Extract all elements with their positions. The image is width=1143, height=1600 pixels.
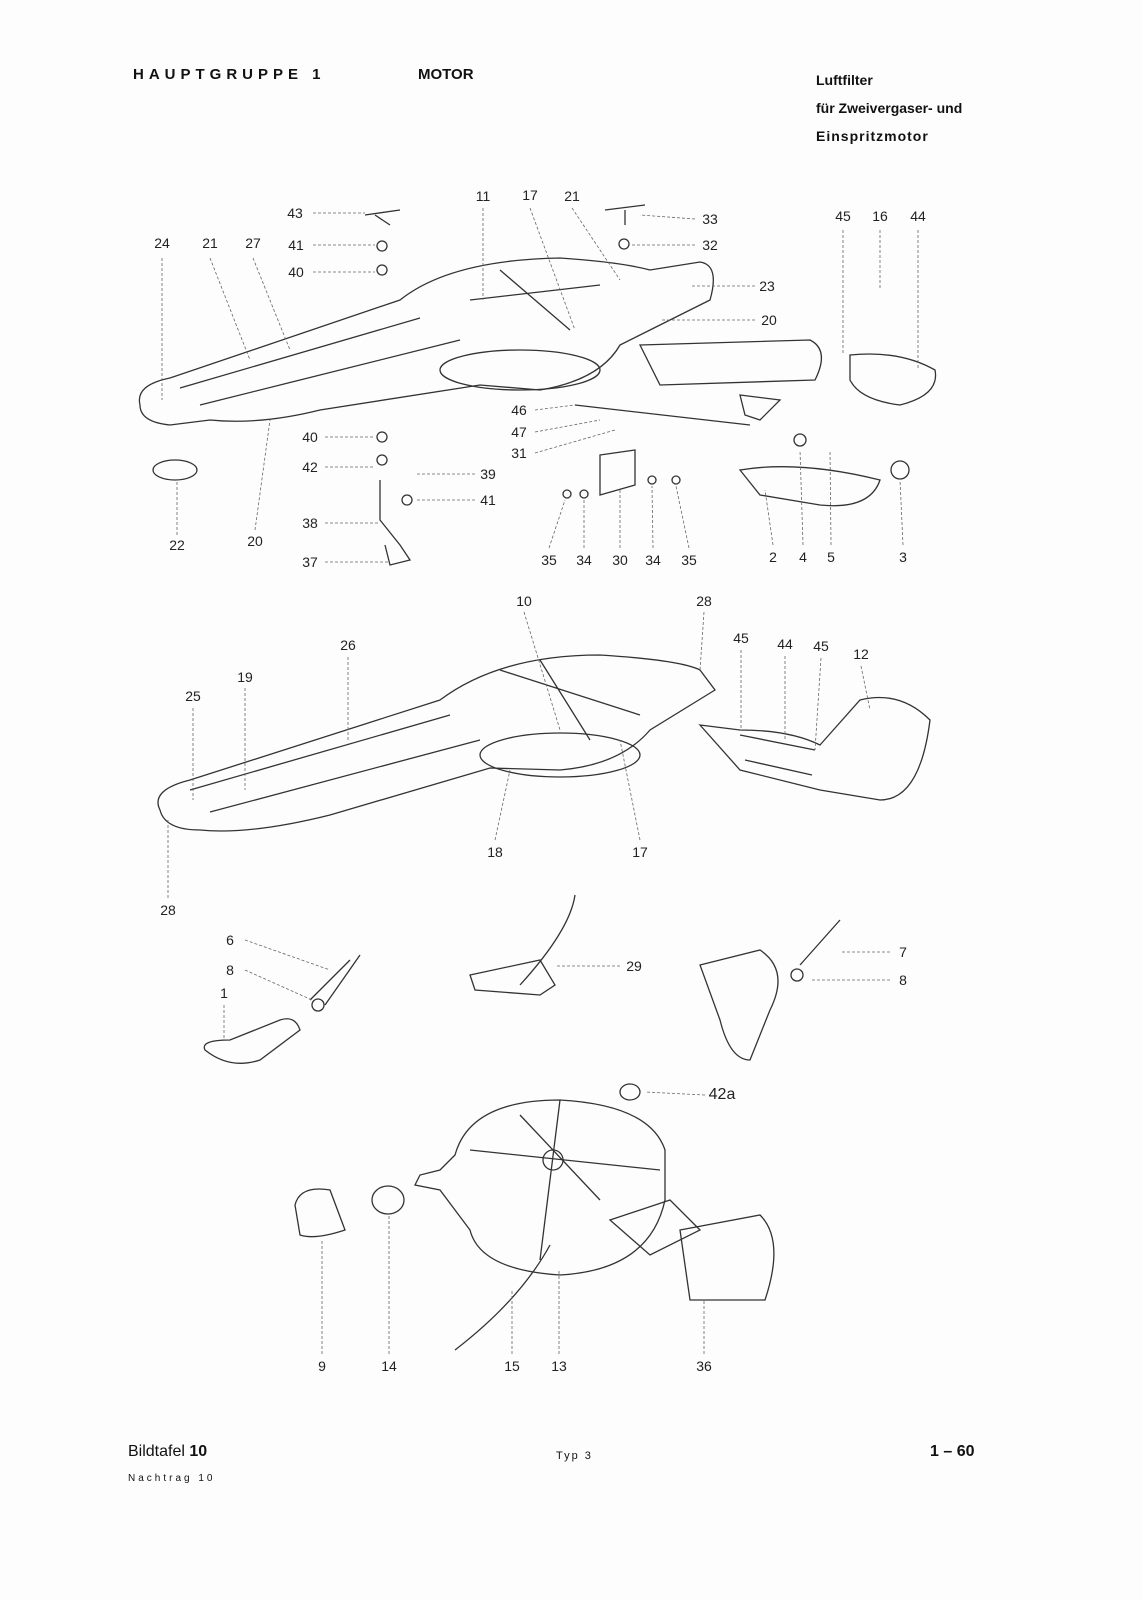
callout: 18: [487, 844, 503, 860]
callout: 45: [835, 208, 851, 224]
callout: 45: [813, 638, 829, 654]
lower-parts: [203, 894, 841, 1351]
callout: 17: [522, 187, 538, 203]
callout: 40: [288, 264, 304, 280]
callout: 27: [245, 235, 261, 251]
callout: 35: [541, 552, 557, 568]
callout: 5: [827, 549, 835, 565]
callout: 20: [761, 312, 777, 328]
air-filter-housing-top: [138, 204, 937, 566]
supplement-note: Nachtrag 10: [128, 1473, 216, 1484]
callout: 14: [381, 1358, 397, 1374]
leader-lines: [161, 207, 919, 1354]
air-filter-housing-middle: [157, 654, 931, 832]
callout: 32: [702, 237, 718, 253]
callout: 4: [799, 549, 807, 565]
callout: 33: [702, 211, 718, 227]
callout: 13: [551, 1358, 567, 1374]
callout: 21: [202, 235, 218, 251]
type-label: Typ 3: [556, 1450, 593, 1462]
callout: 34: [576, 552, 592, 568]
callout: 40: [302, 429, 318, 445]
callout: 22: [169, 537, 185, 553]
callout: 47: [511, 424, 527, 440]
callout: 36: [696, 1358, 712, 1374]
plate-label: Bildtafel 10: [128, 1443, 207, 1461]
plate-label-text: Bildtafel: [128, 1443, 185, 1460]
callout: 1: [220, 985, 228, 1001]
callout: 21: [564, 188, 580, 204]
callout: 17: [632, 844, 648, 860]
callout: 34: [645, 552, 661, 568]
callout: 42a: [708, 1086, 736, 1103]
callout: 41: [288, 237, 304, 253]
callout: 38: [302, 515, 318, 531]
callout: 7: [899, 944, 907, 960]
callout: 9: [318, 1358, 326, 1374]
title-line: Luftfilter: [816, 72, 873, 88]
callout: 15: [504, 1358, 520, 1374]
callout: 30: [612, 552, 628, 568]
main-group-heading: HAUPTGRUPPE 1: [133, 66, 326, 83]
callout: 6: [226, 932, 234, 948]
callout: 11: [475, 188, 491, 204]
callout: 44: [777, 636, 793, 652]
callout: 3: [899, 549, 907, 565]
plate-number: 10: [189, 1443, 208, 1460]
page-number: 1 – 60: [930, 1443, 975, 1460]
callout: 8: [899, 972, 907, 988]
title-line: Einspritzmotor: [816, 128, 929, 144]
callout: 10: [516, 593, 532, 609]
callout: 29: [626, 958, 642, 974]
callout: 28: [696, 593, 712, 609]
title-block: Luftfilter für Zweivergaser- und Einspri…: [816, 66, 962, 150]
title-line: für Zweivergaser- und: [816, 100, 963, 116]
callout: 19: [237, 669, 253, 685]
callout: 43: [287, 205, 303, 221]
section-heading: MOTOR: [418, 66, 474, 83]
callout: 24: [154, 235, 170, 251]
callout: 8: [226, 962, 234, 978]
callout: 26: [340, 637, 356, 653]
callout: 35: [681, 552, 697, 568]
callout: 45: [733, 630, 749, 646]
callout: 2: [769, 549, 777, 565]
callout: 42: [302, 459, 318, 475]
callout: 20: [247, 533, 263, 549]
callout: 25: [185, 688, 201, 704]
callout: 23: [759, 278, 775, 294]
callout: 37: [302, 554, 318, 570]
callout: 16: [872, 208, 888, 224]
callout: 31: [511, 445, 527, 461]
callout: 39: [480, 466, 496, 482]
callout: 44: [910, 208, 926, 224]
callout: 28: [160, 902, 176, 918]
callout: 12: [853, 646, 869, 662]
callout: 41: [480, 492, 496, 508]
callout: 46: [511, 402, 527, 418]
